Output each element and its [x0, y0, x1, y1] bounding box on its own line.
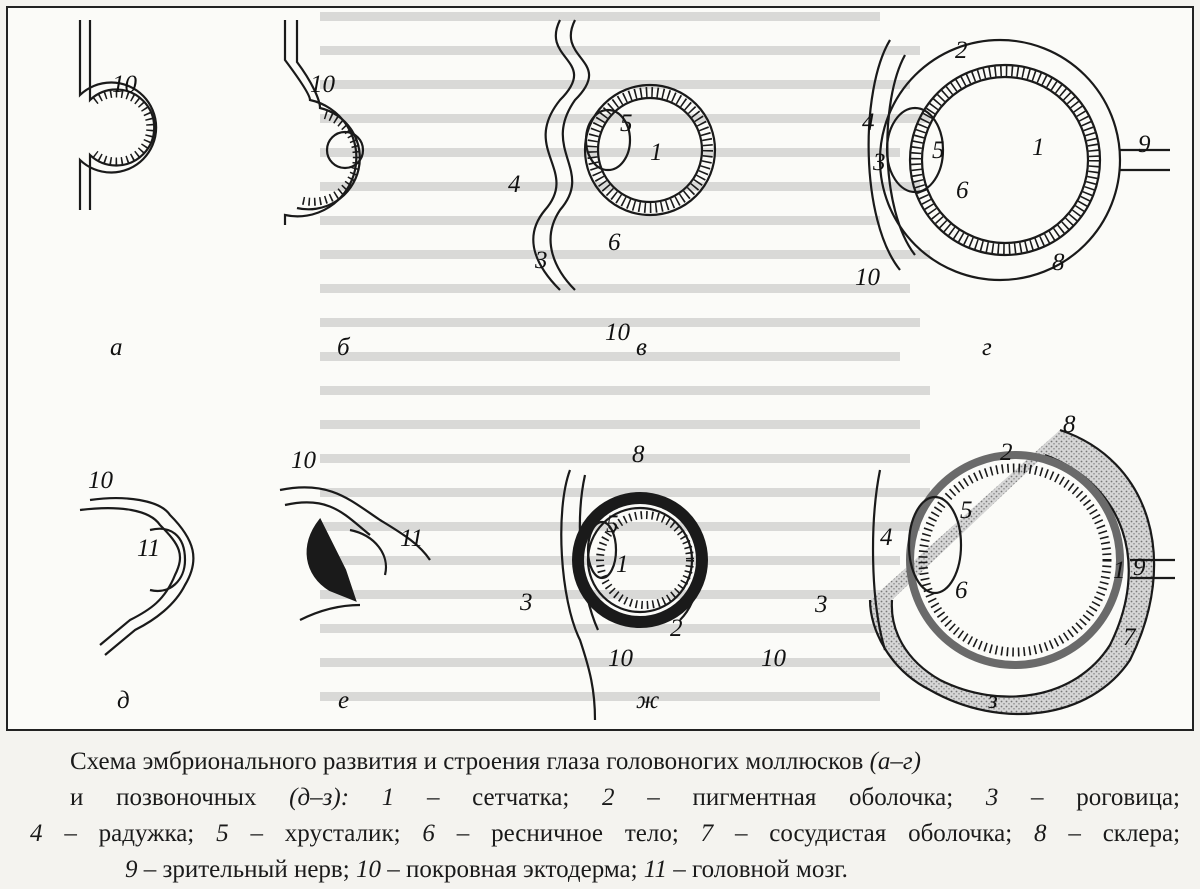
legend-num-9: 9 — [125, 856, 138, 883]
panel-label-zh: ж — [636, 687, 659, 714]
caption-line-4: 9 – зрительный нерв; 10 – покровная экто… — [30, 852, 1180, 888]
legend-num-3: 3 — [985, 784, 999, 811]
caption-title: Схема эмбрионального развития и строения… — [70, 748, 864, 775]
panel-label-g: г — [982, 334, 992, 361]
legend-num-5: 5 — [216, 820, 229, 847]
label-part-10: 10 — [761, 645, 787, 672]
label-part-9: 9 — [1138, 131, 1151, 158]
label-part-1: 1 — [1032, 134, 1045, 161]
label-part-2: 2 — [1000, 439, 1013, 466]
legend-num-7: 7 — [700, 820, 714, 847]
panel-d-drawing — [79, 497, 195, 656]
panel-a-drawing — [78, 20, 158, 210]
label-part-9: 9 — [1133, 554, 1146, 581]
legend-text-11: – головной мозг. — [673, 856, 848, 883]
label-part-4: 4 — [508, 171, 521, 198]
panel-zh-drawing — [560, 469, 708, 721]
label-part-2: 2 — [670, 615, 683, 642]
label-part-5: 5 — [620, 110, 633, 137]
label-part-2: 2 — [955, 37, 968, 64]
label-part-8: 8 — [1063, 411, 1076, 438]
caption-line-2: и позвоночных (д–з): 1 – сетчатка; 2 – п… — [30, 780, 1180, 816]
label-part-5: 5 — [606, 511, 619, 538]
legend-num-2: 2 — [602, 784, 615, 811]
caption-range-1: (а–г) — [869, 748, 921, 775]
label-part-10: 10 — [291, 447, 317, 474]
legend-num-4: 4 — [30, 820, 43, 847]
label-part-3: 3 — [519, 589, 533, 616]
panel-v-drawing — [532, 19, 717, 291]
legend-text-1: – сетчатка; — [426, 784, 570, 811]
label-part-6: 6 — [955, 577, 968, 604]
legend-text-3: – роговица; — [1031, 784, 1180, 811]
legend-text-4: – радужка; — [64, 820, 195, 847]
label-part-11: 11 — [137, 535, 160, 562]
caption-line2-prefix: и позвоночных — [70, 784, 257, 811]
label-part-3: 3 — [534, 247, 548, 274]
panel-g-drawing — [867, 38, 1170, 282]
legend-text-5: – хрусталик; — [250, 820, 401, 847]
panel-e-drawing — [279, 486, 431, 621]
label-part-5: 5 — [932, 137, 945, 164]
label-part-4: 4 — [862, 109, 875, 136]
panel-label-a: а — [110, 334, 123, 361]
label-part-6: 6 — [608, 229, 621, 256]
panel-z-drawing — [868, 428, 1175, 716]
label-part-10: 10 — [855, 264, 881, 291]
label-part-11: 11 — [400, 525, 423, 552]
label-part-8: 8 — [1052, 249, 1065, 276]
label-part-5: 5 — [960, 497, 973, 524]
label-part-3: 3 — [814, 591, 828, 618]
legend-num-10: 10 — [355, 856, 381, 883]
panel-label-e: е — [338, 687, 349, 714]
legend-text-10: – покровная эктодерма; — [387, 856, 638, 883]
label-part-1: 1 — [1113, 557, 1126, 584]
legend-num-8: 8 — [1034, 820, 1047, 847]
label-part-8: 8 — [632, 441, 645, 468]
panel-label-b: б — [337, 334, 351, 361]
label-part-10: 10 — [605, 319, 631, 346]
legend-text-8: – склера; — [1068, 820, 1181, 847]
label-part-7: 7 — [1123, 624, 1137, 651]
label-part-10: 10 — [112, 71, 138, 98]
caption-line-3: 4 – радужка; 5 – хрусталик; 6 – реснично… — [30, 816, 1180, 852]
label-part-1: 1 — [650, 139, 663, 166]
legend-text-7: – сосудистая оболочка; — [734, 820, 1013, 847]
label-part-3: 3 — [872, 149, 886, 176]
panel-label-d: д — [117, 687, 130, 714]
label-part-10: 10 — [88, 467, 114, 494]
label-part-10: 10 — [310, 71, 336, 98]
label-part-6: 6 — [956, 177, 969, 204]
panel-label-z: з — [987, 687, 998, 714]
legend-num-1: 1 — [381, 784, 395, 811]
panel-b-drawing — [283, 20, 365, 225]
eye-development-diagram: 10 10 5 1 4 6 3 10 2 4 3 5 1 9 6 10 8 10… — [78, 19, 1175, 721]
caption-range-2: (д–з): — [289, 784, 350, 811]
label-part-1: 1 — [616, 551, 629, 578]
panel-label-v: в — [636, 334, 647, 361]
legend-text-6: – ресничное тело; — [456, 820, 679, 847]
legend-num-6: 6 — [422, 820, 435, 847]
legend-text-9: – зрительный нерв; — [143, 856, 350, 883]
label-part-4: 4 — [880, 524, 893, 551]
label-part-10: 10 — [608, 645, 634, 672]
figure-caption: Схема эмбрионального развития и строения… — [30, 744, 1180, 888]
legend-text-2: – пигментная оболочка; — [647, 784, 954, 811]
legend-num-11: 11 — [643, 856, 667, 883]
caption-line-1: Схема эмбрионального развития и строения… — [30, 744, 1180, 780]
